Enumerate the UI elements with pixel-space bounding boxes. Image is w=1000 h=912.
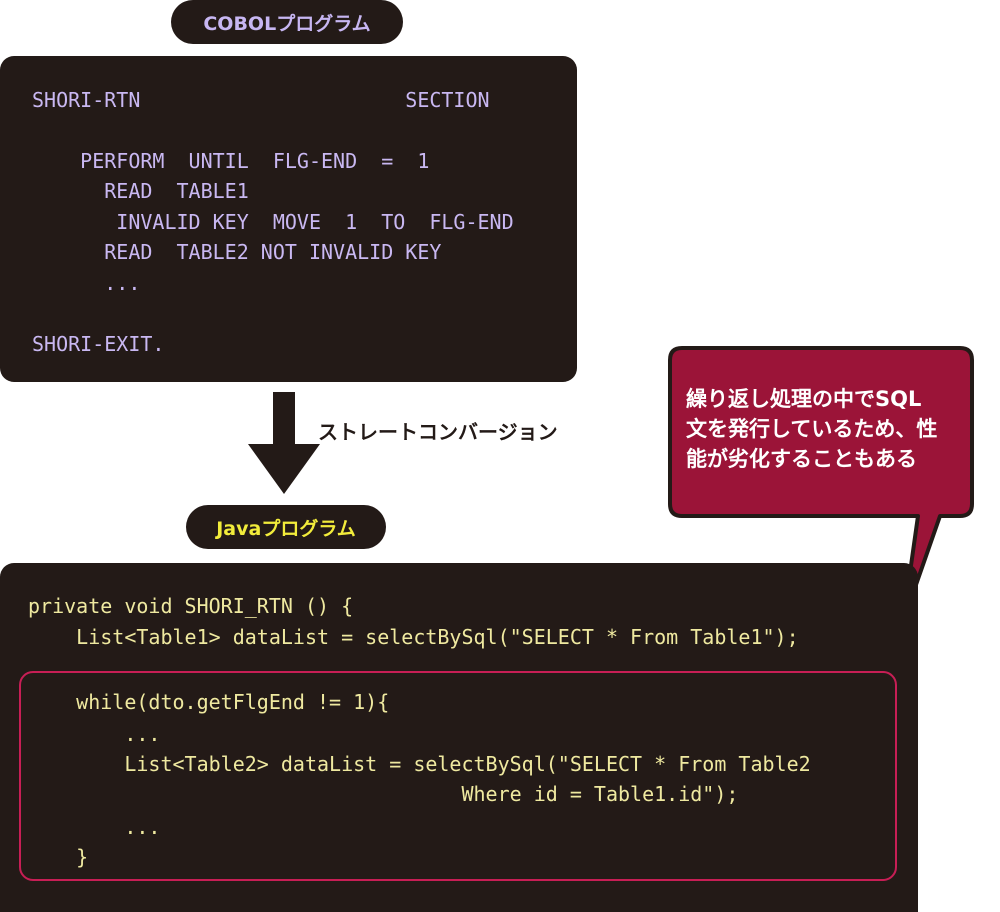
java-code-line: List<Table1> dataList = selectBySql("SEL…	[28, 625, 799, 649]
java-code-line: ...	[28, 722, 161, 746]
cobol-code-panel	[0, 56, 577, 382]
java-code-line: }	[28, 845, 89, 869]
callout-line: 繰り返し処理の中でSQL	[686, 387, 922, 411]
java-code-line: while(dto.getFlgEnd != 1){	[28, 690, 390, 714]
cobol-code-line: READ TABLE1	[32, 179, 249, 203]
java-code-panel	[0, 563, 918, 912]
cobol-code-line: SHORI-EXIT.	[32, 332, 165, 356]
java-code-line: Where id = Table1.id");	[28, 782, 739, 806]
loop-highlight-box	[19, 671, 897, 881]
cobol-program-label: COBOLプログラム	[171, 0, 403, 44]
callout-line: 能が劣化することもある	[686, 447, 917, 471]
callout-shape	[668, 346, 974, 624]
java-program-label: Javaプログラム	[186, 505, 386, 549]
java-code-line: List<Table2> dataList = selectBySql("SEL…	[28, 752, 811, 776]
straight-conversion-label: ストレートコンバージョン	[318, 420, 558, 444]
cobol-code-line: SHORI-RTN SECTION	[32, 88, 490, 112]
callout-line: 文を発行しているため、性	[686, 417, 938, 441]
cobol-code-line: ...	[32, 271, 141, 295]
callout-text: 繰り返し処理の中でSQL 文を発行しているため、性 能が劣化することもある	[672, 384, 982, 474]
cobol-code-line: READ TABLE2 NOT INVALID KEY	[32, 240, 442, 264]
java-code-line: private void SHORI_RTN () {	[28, 594, 354, 618]
down-arrow-icon	[248, 392, 320, 494]
cobol-code-line: INVALID KEY MOVE 1 TO FLG-END	[32, 210, 514, 234]
java-code-line: ...	[28, 815, 161, 839]
cobol-code-line: PERFORM UNTIL FLG-END = 1	[32, 149, 430, 173]
